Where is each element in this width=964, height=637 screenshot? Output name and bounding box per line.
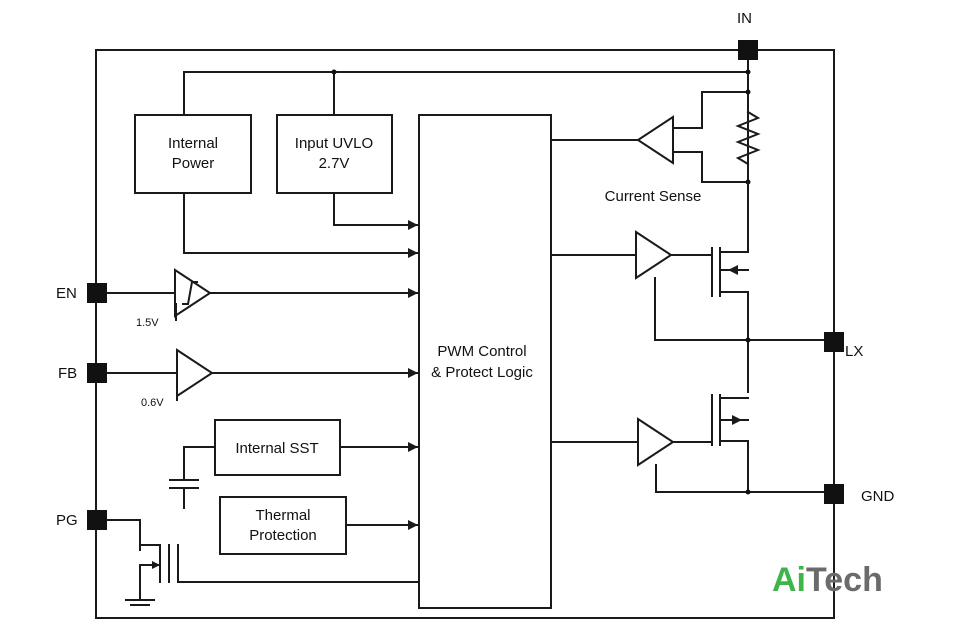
internal-sst-block	[214, 419, 341, 476]
input-uvlo-block	[276, 114, 393, 194]
pwm-label-2: & Protect Logic	[431, 364, 533, 381]
pin-fb	[87, 363, 107, 383]
input-uvlo-label-2: 2.7V	[319, 155, 350, 172]
thermal-label-2: Protection	[249, 527, 317, 544]
pin-en	[87, 283, 107, 303]
en-reference: 1.5V	[136, 317, 159, 329]
current-sense	[550, 89, 761, 185]
pwm-control-block	[418, 114, 552, 609]
low-side-driver	[550, 394, 833, 495]
pin-gnd	[824, 484, 844, 504]
pin-en-label: EN	[56, 285, 77, 302]
thermal-protection-block	[219, 496, 347, 555]
internal-sst-label: Internal SST	[235, 440, 318, 457]
pin-gnd-label: GND	[861, 488, 895, 505]
sst-capacitor	[169, 446, 216, 509]
input-uvlo-label-1: Input UVLO	[295, 135, 373, 152]
pin-pg-label: PG	[56, 512, 78, 529]
high-side-driver	[550, 181, 833, 393]
pwm-inputs	[177, 192, 420, 583]
pin-fb-label: FB	[58, 365, 77, 382]
internal-power-label-1: Internal	[168, 135, 218, 152]
internal-power-label-2: Power	[172, 155, 215, 172]
thermal-label-1: Thermal	[255, 507, 310, 524]
pin-in-label: IN	[737, 10, 752, 27]
pg-transistor	[106, 519, 170, 606]
supply-rail	[183, 49, 751, 186]
pwm-label-1: PWM Control	[437, 343, 526, 360]
pin-pg	[87, 510, 107, 530]
en-comparator	[106, 268, 212, 321]
logo-part-tech: Tech	[806, 561, 883, 599]
logo-part-ai: Ai	[772, 561, 806, 599]
fb-reference: 0.6V	[141, 397, 164, 409]
fb-amplifier	[106, 348, 214, 401]
internal-power-block	[134, 114, 252, 194]
pin-in	[738, 40, 758, 60]
pin-lx	[824, 332, 844, 352]
current-sense-label: Current Sense	[605, 188, 702, 205]
aitech-logo: AiTech	[772, 561, 883, 599]
pin-lx-label: LX	[845, 343, 863, 360]
